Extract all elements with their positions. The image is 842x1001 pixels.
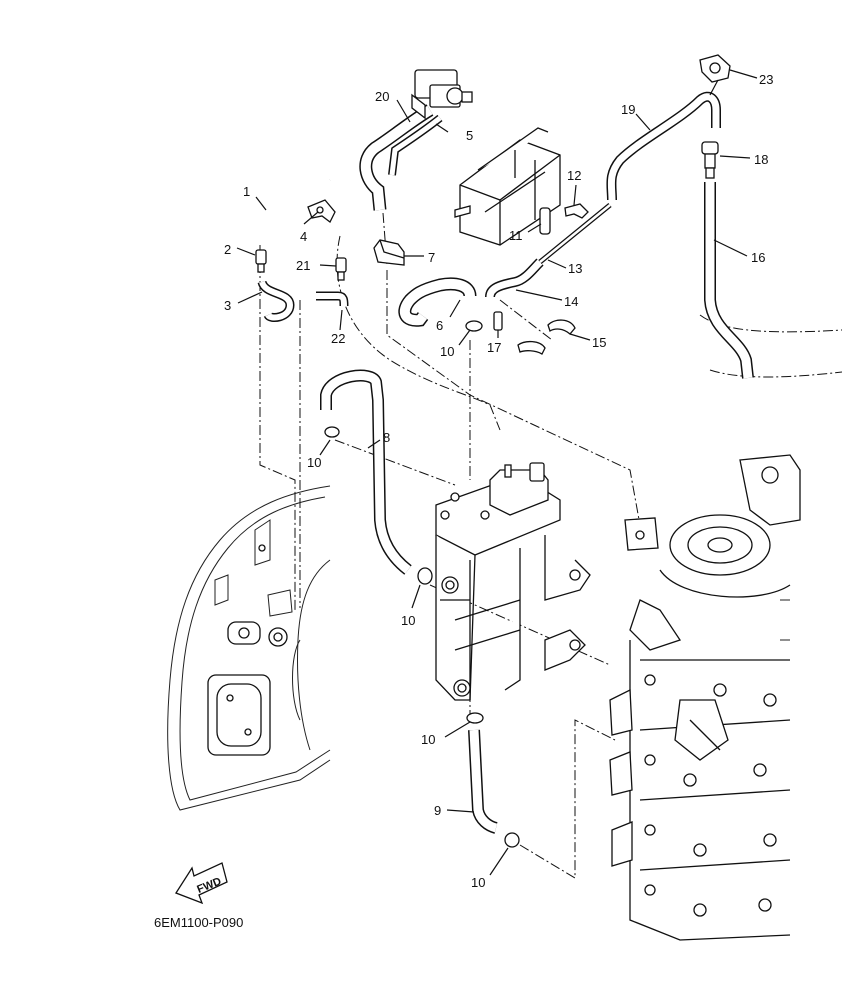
clamp-10-bottom: [504, 832, 520, 848]
callout-23: 23: [759, 72, 773, 87]
callout-10-bottom: 10: [471, 875, 485, 890]
pipe-11: [539, 207, 551, 235]
engine-cover-outline: [167, 485, 331, 811]
callout-10-hose8: 10: [307, 455, 321, 470]
callout-7: 7: [428, 250, 435, 265]
fitting-2: [255, 249, 267, 273]
callout-1: 1: [243, 184, 250, 199]
hose-5: [388, 114, 443, 176]
callout-22: 22: [331, 331, 345, 346]
callout-4: 4: [300, 229, 307, 244]
clip-17: [493, 311, 503, 331]
holder-15: [517, 319, 576, 355]
hose-19: [606, 91, 721, 201]
clamp-10-lower: [466, 712, 484, 724]
fuel-filter-assembly: [435, 462, 591, 701]
callout-21: 21: [296, 258, 310, 273]
callout-leaders: [236, 69, 758, 876]
callout-11: 11: [509, 228, 523, 243]
callout-10-pump: 10: [401, 613, 415, 628]
callout-14: 14: [564, 294, 578, 309]
callout-3: 3: [224, 298, 231, 313]
forward-arrow: FWD: [175, 862, 228, 905]
hose-9: [468, 729, 498, 834]
callout-6: 6: [436, 318, 443, 333]
hose-6: [398, 277, 477, 327]
callout-2: 2: [224, 242, 231, 257]
callout-13: 13: [568, 261, 582, 276]
hose-8: [320, 369, 412, 575]
hose-20: [359, 104, 434, 211]
callout-10-top: 10: [440, 344, 454, 359]
callout-10-lower: 10: [421, 732, 435, 747]
hose-3: [257, 280, 295, 322]
clamp-12: [564, 203, 589, 219]
hose-16: [704, 182, 754, 379]
callout-8: 8: [383, 430, 390, 445]
clamp-10-top: [465, 320, 483, 332]
hose-22: [316, 291, 349, 307]
drawing-code: 6EM1100-P090: [154, 915, 243, 930]
callout-16: 16: [751, 250, 765, 265]
callout-5: 5: [466, 128, 473, 143]
hose-1: [259, 177, 331, 240]
bracket-7: [373, 239, 405, 266]
fitting-18: [701, 141, 719, 179]
callout-labels: 1 2 3 4 5 6 7 8 9 10 10 10 10 10 11 12 1…: [224, 72, 773, 890]
connector-23: [699, 54, 731, 83]
clamp-10-pump: [417, 567, 433, 585]
callout-19: 19: [621, 102, 635, 117]
clip-4: [307, 199, 336, 223]
vacuum-valve: [411, 69, 473, 120]
callout-12: 12: [567, 168, 581, 183]
callout-9: 9: [434, 803, 441, 818]
fitting-21: [335, 257, 347, 281]
hose-13: [538, 203, 612, 264]
canister: [454, 127, 561, 246]
callout-18: 18: [754, 152, 768, 167]
hose-14: [485, 258, 544, 298]
callout-17: 17: [487, 340, 501, 355]
engine-block: [609, 454, 801, 941]
clamp-10-hose8: [324, 426, 340, 438]
callout-20: 20: [375, 89, 389, 104]
callout-15: 15: [592, 335, 606, 350]
